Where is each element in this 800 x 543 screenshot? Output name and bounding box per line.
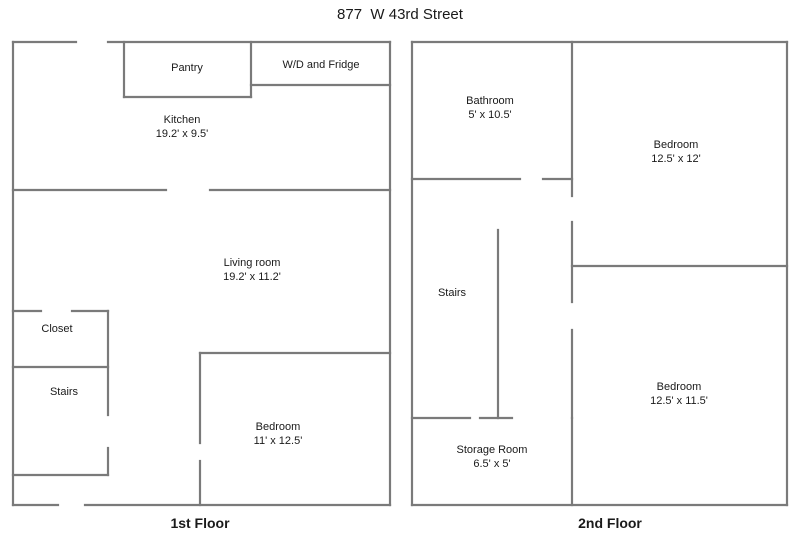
walls-floor-1 — [11, 40, 392, 507]
room-dimensions: 6.5' x 5' — [473, 458, 511, 470]
room-name: Bedroom — [255, 421, 301, 433]
room-name: Storage Room — [456, 444, 528, 456]
room-name: Living room — [223, 257, 281, 269]
room-label-bedroom-2a: Bedroom 12.5' x 12' — [651, 138, 700, 166]
room-label-closet: Closet — [41, 322, 72, 336]
room-label-bedroom-2b: Bedroom 12.5' x 11.5' — [650, 380, 708, 408]
room-name: Stairs — [49, 386, 79, 398]
room-name: Bedroom — [653, 139, 699, 151]
floor-label-2: 2nd Floor — [578, 515, 642, 531]
room-dimensions: 19.2' x 11.2' — [223, 271, 281, 283]
walls-floor-2 — [410, 40, 789, 507]
room-label-living-room: Living room 19.2' x 11.2' — [223, 256, 281, 284]
floor-label-1: 1st Floor — [170, 515, 230, 531]
room-name: Bedroom — [656, 381, 702, 393]
room-name: W/D and Fridge — [282, 59, 360, 71]
page-title: 877 W 43rd Street — [337, 6, 463, 23]
room-label-kitchen: Kitchen 19.2' x 9.5' — [156, 113, 209, 141]
room-dimensions: 5' x 10.5' — [468, 109, 512, 121]
room-label-bathroom: Bathroom 5' x 10.5' — [466, 94, 514, 122]
room-dimensions: 19.2' x 9.5' — [155, 128, 209, 140]
room-dimensions: 12.5' x 11.5' — [650, 395, 708, 407]
room-name: Pantry — [171, 62, 203, 74]
room-label-pantry: Pantry — [171, 61, 203, 75]
room-label-wd-fridge: W/D and Fridge — [282, 58, 359, 72]
room-dimensions: 11' x 12.5' — [253, 435, 303, 447]
room-name: Stairs — [437, 287, 467, 299]
room-name: Kitchen — [163, 114, 201, 126]
room-name: Bathroom — [466, 95, 514, 107]
room-label-storage-room: Storage Room 6.5' x 5' — [457, 443, 528, 471]
room-label-bedroom-1: Bedroom 11' x 12.5' — [254, 420, 303, 448]
room-label-stairs-1: Stairs — [50, 385, 78, 399]
room-name: Closet — [41, 323, 73, 335]
room-dimensions: 12.5' x 12' — [651, 153, 701, 165]
room-label-stairs-2: Stairs — [438, 286, 466, 300]
